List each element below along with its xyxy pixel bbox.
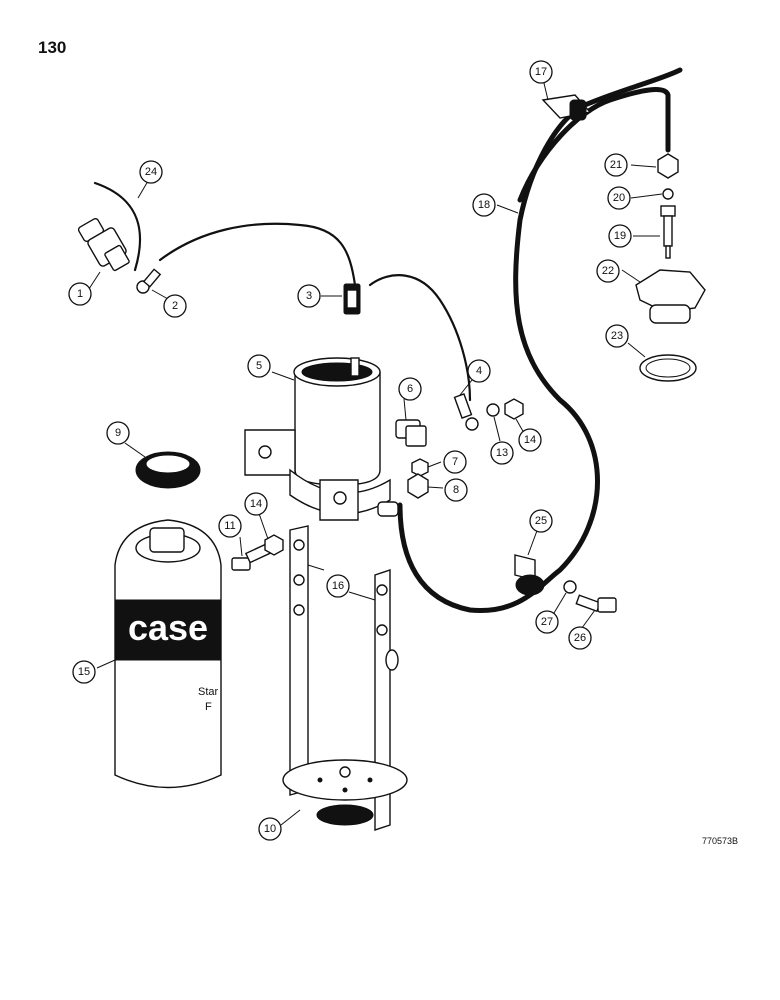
svg-text:14: 14 <box>250 498 262 510</box>
callout-19: 19 <box>608 224 632 248</box>
callout-3: 3 <box>297 284 321 308</box>
temp-switch-part-1 <box>77 217 130 272</box>
solenoid-valve-part-5 <box>244 357 399 521</box>
svg-text:5: 5 <box>256 360 262 372</box>
svg-text:7: 7 <box>452 456 458 468</box>
bolt-part-11 <box>231 543 271 571</box>
harness-wire-right <box>368 274 472 402</box>
svg-text:21: 21 <box>610 159 622 171</box>
washer-part-27 <box>563 580 577 594</box>
svg-text:24: 24 <box>145 166 157 178</box>
can-text-line1: Star <box>198 686 219 698</box>
callout-20: 20 <box>607 186 631 210</box>
svg-text:16: 16 <box>332 580 344 592</box>
fuel-hose-top-branch <box>517 87 671 203</box>
nut-part-14-lower <box>264 534 284 556</box>
fitting-part-7 <box>411 458 429 477</box>
svg-text:11: 11 <box>224 520 235 532</box>
callout-4: 4 <box>467 359 491 383</box>
callout-2: 2 <box>163 294 187 318</box>
svg-text:6: 6 <box>407 383 413 395</box>
callout-22: 22 <box>596 259 620 283</box>
callout-13: 13 <box>490 441 514 465</box>
ring-terminal-part-4 <box>453 393 479 431</box>
starting-fluid-can-part-15 <box>114 519 222 789</box>
svg-text:22: 22 <box>602 265 614 277</box>
svg-text:18: 18 <box>478 199 490 211</box>
callout-10: 10 <box>258 817 282 841</box>
harness-wire-left <box>158 222 357 287</box>
nut-part-14-upper <box>504 398 524 420</box>
svg-text:4: 4 <box>476 365 482 377</box>
sleeve-part-20 <box>662 188 674 200</box>
svg-text:2: 2 <box>172 300 178 312</box>
svg-text:9: 9 <box>115 427 121 439</box>
callout-8: 8 <box>444 478 468 502</box>
svg-text:20: 20 <box>613 192 625 204</box>
can-text-line2: F <box>205 701 212 713</box>
connector-part-3 <box>343 283 361 315</box>
adapter-part-22 <box>635 269 706 324</box>
page-number: 130 <box>38 38 67 57</box>
bolt-part-26 <box>575 594 617 613</box>
callout-5: 5 <box>247 354 271 378</box>
callout-6: 6 <box>398 377 422 401</box>
gasket-part-23 <box>639 354 697 382</box>
svg-text:17: 17 <box>535 66 547 78</box>
callout-9: 9 <box>106 421 130 445</box>
callout-23: 23 <box>605 324 629 348</box>
svg-text:13: 13 <box>496 447 508 459</box>
svg-text:23: 23 <box>611 330 623 342</box>
callout-11: 11 <box>218 514 242 538</box>
svg-text:15: 15 <box>78 666 90 678</box>
callout-24: 24 <box>139 160 163 184</box>
figure-code: 770573B <box>702 836 739 846</box>
svg-text:26: 26 <box>574 632 586 644</box>
svg-text:10: 10 <box>264 823 276 835</box>
callout-26: 26 <box>568 626 592 650</box>
svg-text:19: 19 <box>614 230 626 242</box>
elbow-fitting-part-6 <box>395 419 427 447</box>
callout-15: 15 <box>72 660 96 684</box>
can-brand-label: case <box>128 607 208 648</box>
callout-16: 16 <box>326 574 350 598</box>
terminal-part-2 <box>136 268 162 294</box>
base-plate-part-10 <box>282 759 408 826</box>
callout-25: 25 <box>529 509 553 533</box>
hose-clamp-part-25 <box>514 554 545 596</box>
nut-part-21 <box>657 153 679 179</box>
svg-text:27: 27 <box>541 616 553 628</box>
svg-text:1: 1 <box>77 288 83 300</box>
callout-18: 18 <box>472 193 496 217</box>
callout-14-upper: 14 <box>518 428 542 452</box>
callout-21: 21 <box>604 153 628 177</box>
cap-part-9 <box>135 451 201 489</box>
callouts: 1 2 3 4 5 6 7 8 9 10 11 14 13 14 15 16 1… <box>68 60 632 841</box>
svg-text:8: 8 <box>453 484 459 496</box>
washer-part-13 <box>486 403 500 417</box>
callout-17: 17 <box>529 60 553 84</box>
nut-part-8 <box>407 473 429 499</box>
clip-part-17 <box>541 94 592 121</box>
callout-27: 27 <box>535 610 559 634</box>
callout-7: 7 <box>443 450 467 474</box>
svg-text:25: 25 <box>535 515 547 527</box>
sensor-wire-24 <box>93 181 142 272</box>
nozzle-part-19 <box>660 205 676 259</box>
svg-text:3: 3 <box>306 290 312 302</box>
callout-1: 1 <box>68 282 92 306</box>
svg-text:14: 14 <box>524 434 536 446</box>
callout-14-lower: 14 <box>244 492 268 516</box>
